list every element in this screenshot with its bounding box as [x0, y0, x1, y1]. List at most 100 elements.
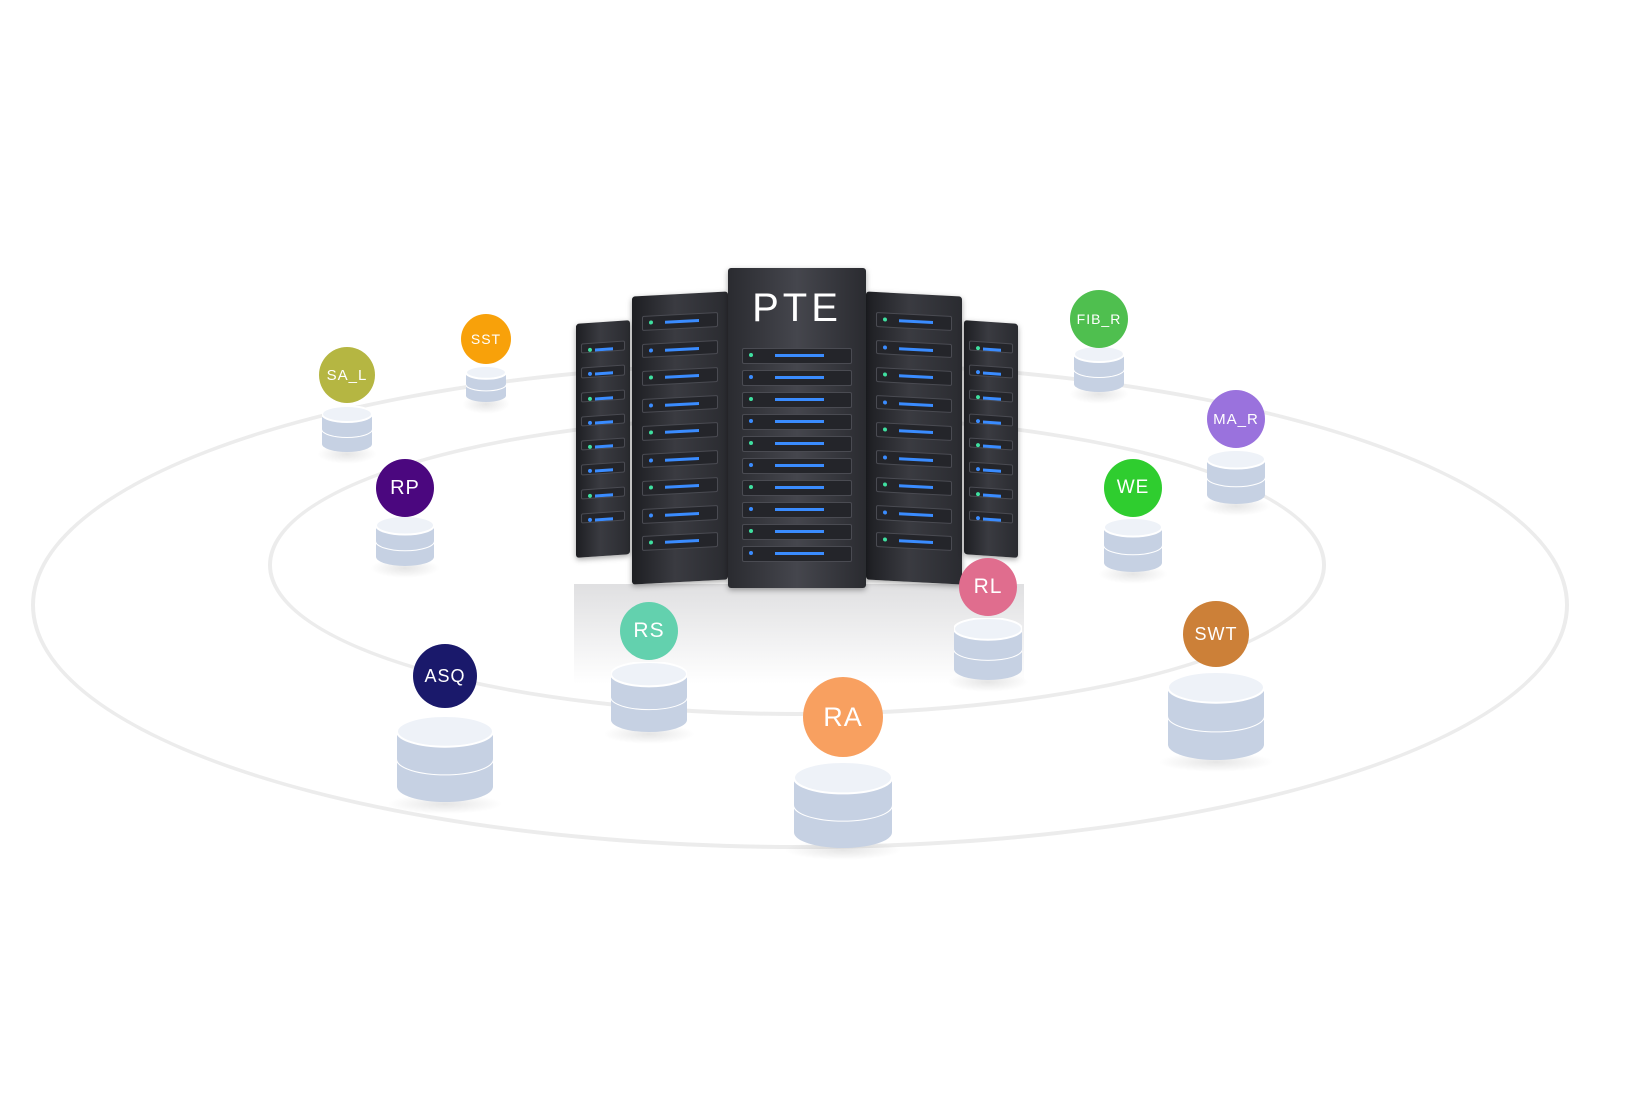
status-led	[588, 396, 593, 401]
activity-bar	[775, 508, 825, 511]
database-icon	[611, 662, 687, 732]
activity-bar	[899, 374, 933, 380]
activity-bar	[594, 444, 614, 449]
rack-unit	[581, 461, 625, 476]
rack-unit	[641, 394, 719, 414]
activity-bar	[775, 552, 825, 555]
status-led	[748, 507, 753, 511]
status-led	[588, 420, 593, 425]
rack-unit	[741, 392, 853, 408]
status-led	[748, 397, 753, 401]
server-cluster: PTE	[574, 264, 1024, 684]
rack-unit	[969, 437, 1013, 451]
status-led	[882, 537, 887, 543]
rack-unit	[875, 422, 953, 441]
activity-bar	[982, 347, 1002, 352]
activity-bar	[982, 492, 1002, 498]
activity-bar	[775, 398, 825, 401]
status-led	[648, 540, 653, 546]
status-led	[588, 468, 593, 474]
activity-bar	[775, 530, 825, 533]
activity-bar	[665, 456, 699, 462]
status-led	[882, 400, 887, 405]
status-led	[976, 345, 981, 351]
activity-bar	[899, 346, 933, 352]
status-led	[748, 551, 753, 555]
database-shadow	[1158, 752, 1274, 772]
activity-bar	[775, 420, 825, 423]
status-led	[882, 455, 887, 460]
activity-bar	[665, 374, 699, 379]
activity-bar	[982, 371, 1002, 376]
status-led	[882, 427, 887, 432]
activity-bar	[665, 484, 699, 490]
activity-bar	[775, 376, 825, 379]
activity-bar	[594, 347, 614, 352]
activity-bar	[665, 401, 699, 407]
status-led	[882, 344, 887, 350]
rack-unit	[581, 388, 625, 403]
rack-unit	[641, 367, 719, 386]
database-shadow	[387, 794, 503, 814]
rack-unit	[581, 340, 625, 354]
database-icon	[376, 516, 434, 566]
status-led	[976, 467, 981, 472]
status-led	[882, 482, 887, 487]
status-led	[648, 430, 653, 435]
activity-bar	[982, 395, 1002, 401]
rack-unit	[969, 388, 1013, 403]
rack-unit	[875, 311, 953, 331]
status-led	[588, 444, 593, 450]
activity-bar	[899, 456, 933, 462]
rack-unit	[875, 477, 953, 496]
status-led	[882, 372, 887, 377]
status-led	[748, 353, 753, 357]
service-badge: ASQ	[413, 644, 477, 708]
database-icon	[466, 366, 506, 402]
server-rack-left	[632, 291, 728, 585]
service-badge: RL	[959, 558, 1017, 616]
rack-unit	[969, 340, 1013, 354]
rack-unit	[969, 485, 1013, 500]
database-icon	[1168, 672, 1264, 760]
rack-unit	[969, 413, 1013, 427]
status-led	[588, 493, 593, 498]
activity-bar	[665, 319, 699, 324]
activity-bar	[899, 484, 933, 490]
rack-unit	[581, 364, 625, 379]
rack-unit	[641, 532, 719, 552]
status-led	[588, 371, 593, 377]
status-led	[648, 485, 653, 490]
activity-bar	[899, 429, 933, 435]
database-icon	[397, 716, 493, 802]
rack-unit	[969, 364, 1013, 379]
rack-unit	[741, 480, 853, 496]
rack-unit	[741, 502, 853, 518]
status-led	[748, 375, 753, 379]
service-badge: RS	[620, 602, 678, 660]
activity-bar	[899, 539, 933, 545]
activity-bar	[982, 517, 1002, 522]
rack-unit	[581, 485, 625, 500]
database-shadow	[784, 840, 902, 860]
service-badge: SA_L	[319, 347, 375, 403]
activity-bar	[665, 511, 699, 517]
server-rack-center: PTE	[728, 268, 866, 588]
activity-bar	[594, 420, 614, 425]
rack-unit	[581, 510, 625, 524]
service-badge: SWT	[1183, 601, 1249, 667]
status-led	[748, 529, 753, 533]
rack-unit	[641, 422, 719, 441]
database-icon	[794, 762, 892, 848]
rack-unit	[875, 367, 953, 386]
status-led	[748, 463, 753, 467]
service-badge: FIB_R	[1070, 290, 1128, 348]
activity-bar	[982, 444, 1002, 449]
rack-unit	[641, 311, 719, 331]
activity-bar	[594, 468, 614, 473]
activity-bar	[775, 354, 825, 357]
status-led	[976, 418, 981, 424]
rack-unit	[641, 477, 719, 496]
activity-bar	[594, 371, 614, 376]
